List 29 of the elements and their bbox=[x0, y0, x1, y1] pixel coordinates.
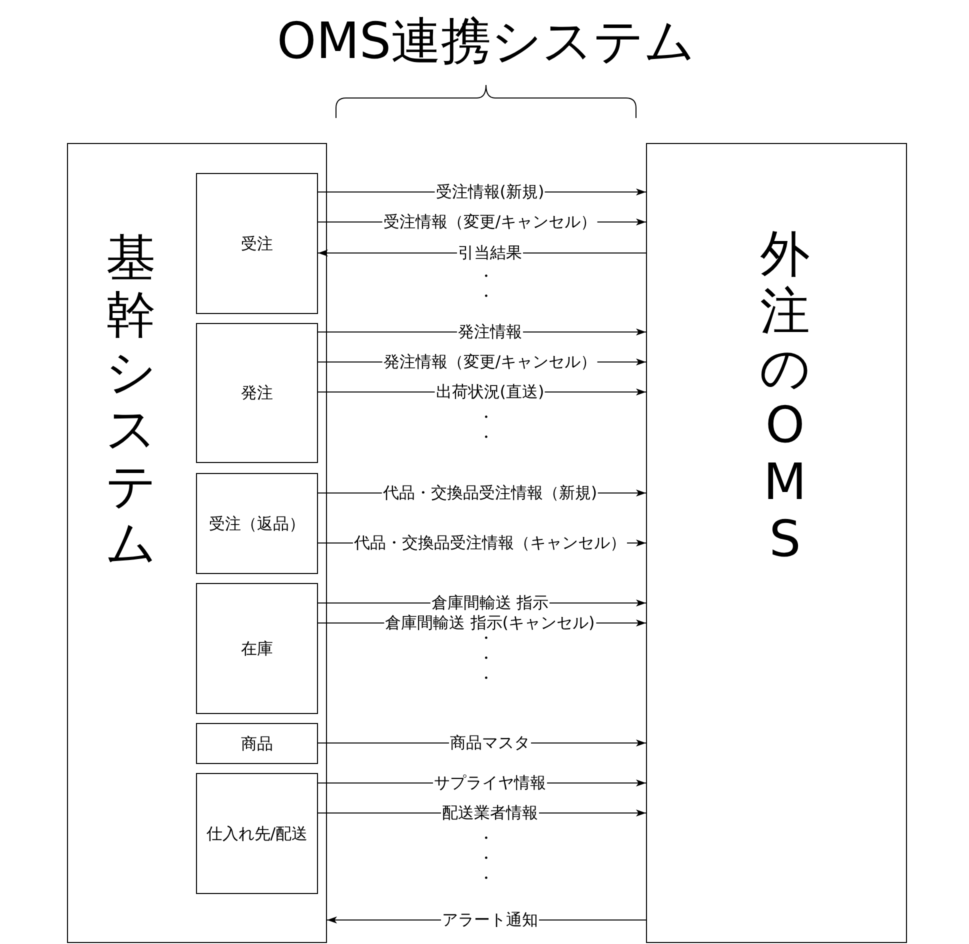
edge-label: 代品・交換品受注情報（キャンセル） bbox=[353, 534, 627, 552]
edge-label: アラート通知 bbox=[441, 911, 539, 929]
edge-label: 代品・交換品受注情報（新規) bbox=[382, 484, 598, 502]
edge-label: 発注情報（変更/キャンセル） bbox=[382, 353, 598, 371]
edge-label: 出荷状況(直送) bbox=[434, 383, 546, 401]
edge-label: 受注情報（変更/キャンセル） bbox=[382, 213, 598, 231]
module-box: 在庫 bbox=[196, 583, 318, 714]
edge-label: 倉庫間輸送 指示(キャンセル) bbox=[384, 614, 596, 632]
edge-label: サプライヤ情報 bbox=[433, 774, 547, 792]
ellipsis: ・・ bbox=[478, 266, 494, 306]
module-box: 発注 bbox=[196, 323, 318, 463]
module-box: 受注 bbox=[196, 173, 318, 314]
ellipsis: ・・ bbox=[478, 407, 494, 447]
edge-label: 配送業者情報 bbox=[441, 804, 539, 822]
system-box bbox=[67, 143, 327, 943]
module-box: 受注（返品） bbox=[196, 473, 318, 574]
module-box: 商品 bbox=[196, 723, 318, 764]
edge-label: 引当結果 bbox=[457, 244, 523, 262]
ellipsis: ・・・ bbox=[478, 828, 494, 888]
system-label: 基幹システム bbox=[105, 230, 157, 572]
edge-label: 倉庫間輸送 指示 bbox=[430, 594, 550, 612]
edge-label: 発注情報 bbox=[457, 323, 523, 341]
system-box bbox=[646, 143, 907, 943]
edge-label: 商品マスタ bbox=[449, 734, 531, 752]
system-label: 外注のOMS bbox=[759, 226, 811, 568]
title: OMS連携システム bbox=[276, 16, 696, 66]
module-box: 仕入れ先/配送 bbox=[196, 773, 318, 894]
edge-label: 受注情報(新規) bbox=[434, 183, 546, 201]
ellipsis: ・・・ bbox=[478, 629, 494, 688]
